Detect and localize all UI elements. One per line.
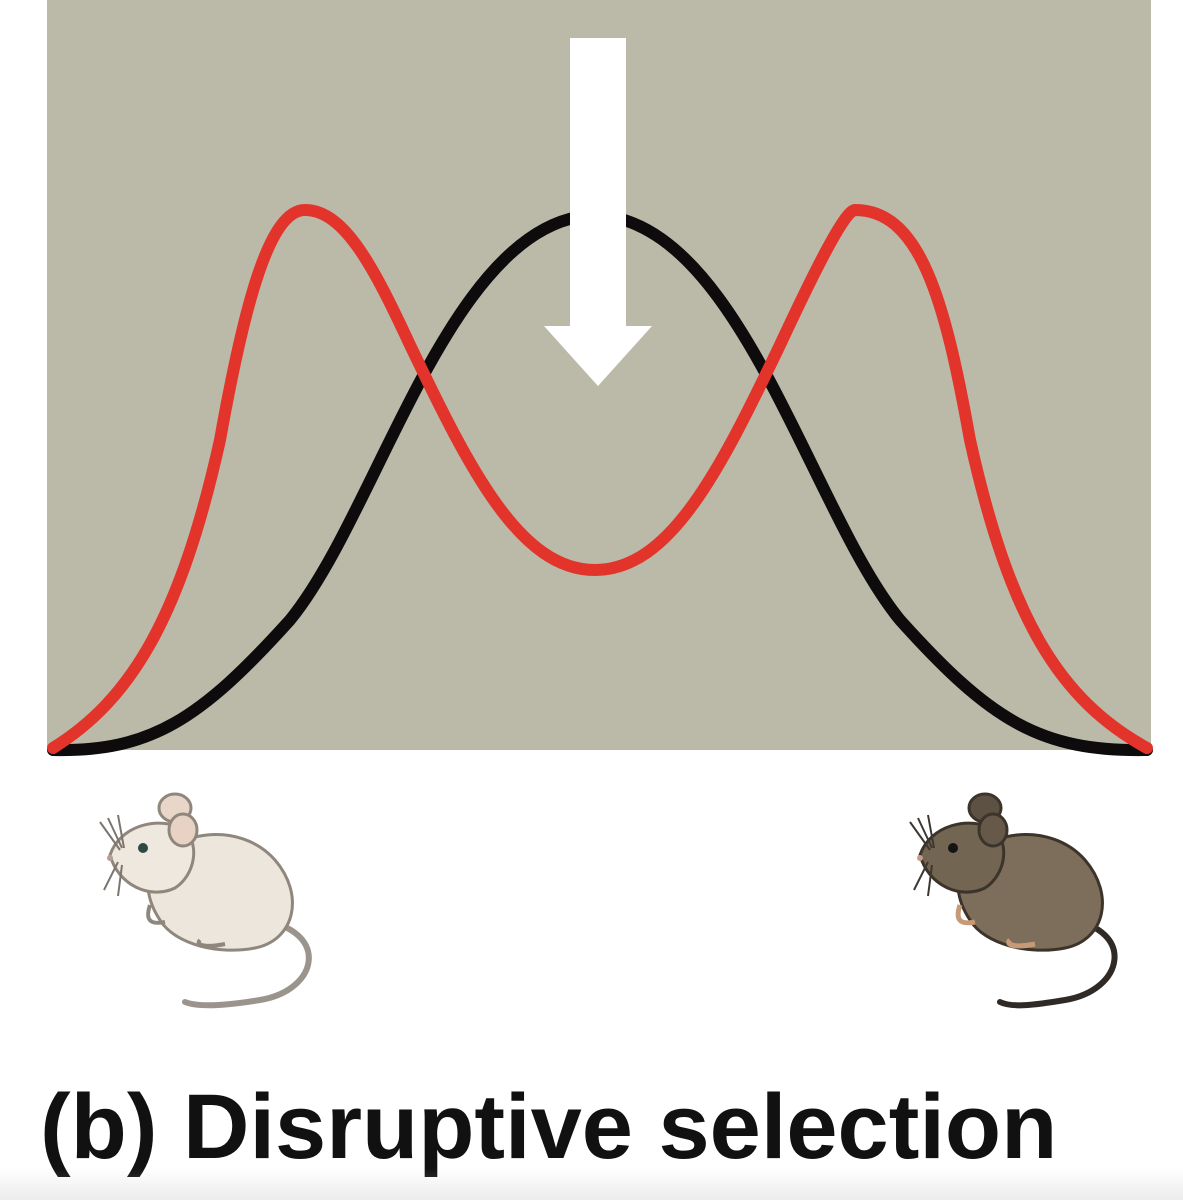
down-arrow-icon [544,38,652,386]
light-mouse-icon [99,792,312,1009]
dark-mouse-icon [909,792,1118,1009]
figure-caption: (b) Disruptive selection [40,1076,1058,1178]
bottom-edge-shadow [0,1168,1183,1200]
selected-distribution-curve [47,203,1153,754]
